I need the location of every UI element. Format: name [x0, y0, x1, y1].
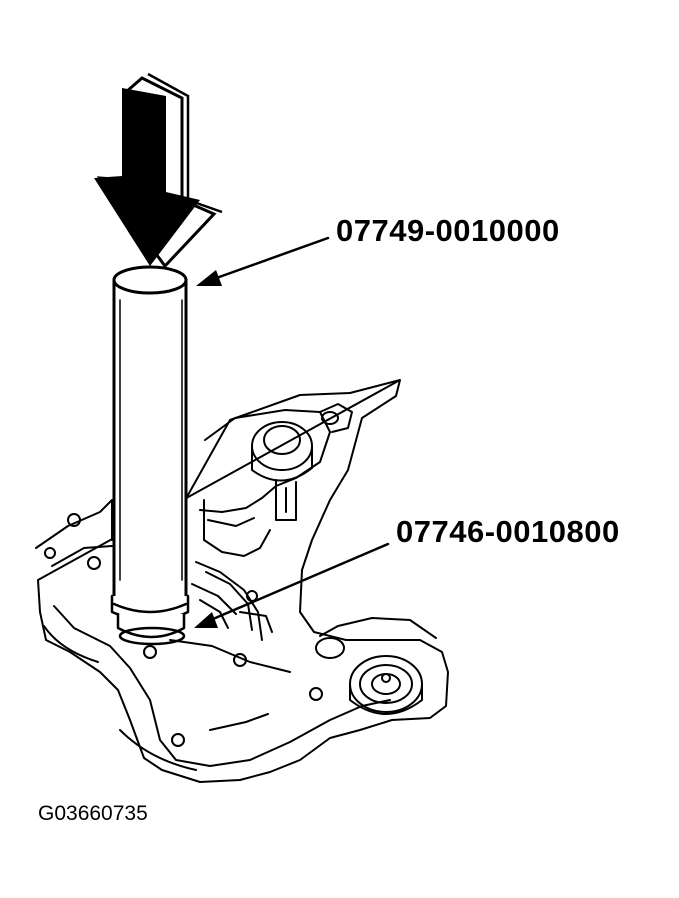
part-number-driver-handle: 07749-0010000	[336, 213, 560, 248]
part-number-attachment: 07746-0010800	[396, 514, 620, 549]
figure-code: G03660735	[38, 802, 148, 825]
driver-handle	[112, 265, 188, 608]
attachment	[110, 594, 190, 646]
down-arrow-icon	[94, 72, 223, 269]
leader-line-attachment	[194, 542, 390, 628]
leader-line-driver	[196, 236, 330, 286]
transmission-case	[35, 379, 449, 783]
